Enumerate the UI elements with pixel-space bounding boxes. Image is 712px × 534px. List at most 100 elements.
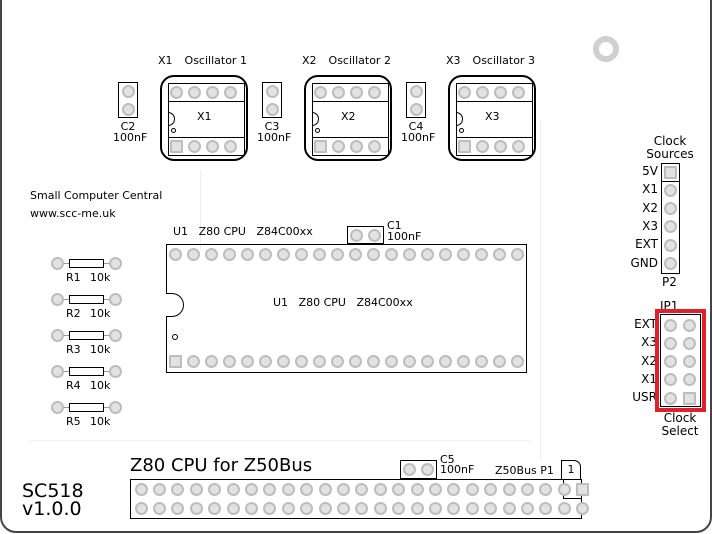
pin bbox=[682, 318, 696, 332]
pin bbox=[349, 247, 362, 261]
c5-ref: C5 bbox=[440, 453, 455, 466]
pin bbox=[281, 501, 295, 515]
pin bbox=[663, 391, 677, 405]
pin bbox=[171, 501, 185, 515]
pin bbox=[484, 501, 498, 515]
pin bbox=[409, 102, 423, 116]
pin bbox=[300, 501, 314, 515]
capacitor bbox=[118, 82, 138, 118]
c1-value: 100nF bbox=[387, 230, 422, 243]
pin bbox=[349, 85, 363, 99]
p2-header bbox=[661, 163, 680, 274]
pin bbox=[465, 501, 479, 515]
pin bbox=[421, 354, 435, 368]
pin bbox=[663, 202, 677, 216]
pin bbox=[312, 247, 326, 261]
pin bbox=[502, 501, 516, 515]
p2-pin-label: X1 bbox=[642, 182, 658, 197]
pin bbox=[663, 257, 677, 270]
pin bbox=[421, 247, 435, 261]
pin bbox=[349, 354, 362, 368]
oscillator-body-label: X2 bbox=[341, 110, 356, 123]
p2-pin-label: X2 bbox=[642, 200, 658, 215]
pin bbox=[108, 292, 122, 306]
pin bbox=[439, 354, 453, 368]
resistor-body bbox=[69, 367, 104, 376]
pin bbox=[169, 85, 183, 99]
pin bbox=[493, 354, 507, 368]
pin bbox=[410, 482, 424, 496]
pin bbox=[336, 482, 350, 496]
p2-divider bbox=[661, 181, 680, 182]
pin bbox=[457, 247, 471, 261]
pin bbox=[539, 501, 553, 515]
pin bbox=[539, 482, 553, 496]
pin bbox=[331, 85, 345, 99]
pin bbox=[557, 482, 571, 496]
pin bbox=[318, 482, 332, 496]
c5-capacitor bbox=[400, 460, 437, 479]
jp1-highlight bbox=[655, 309, 706, 412]
oscillator-outline bbox=[160, 75, 248, 161]
resistor-ref: R1 bbox=[66, 271, 81, 284]
pin bbox=[294, 354, 308, 368]
cpu-ref: U1 bbox=[173, 225, 189, 238]
clock-sources-title2: Sources bbox=[646, 147, 694, 161]
pin bbox=[312, 354, 326, 368]
resistor-ref: R3 bbox=[66, 343, 81, 356]
jp1-pin-label: X2 bbox=[641, 353, 657, 368]
pin bbox=[682, 336, 696, 350]
pin bbox=[134, 501, 148, 515]
pin bbox=[186, 247, 200, 261]
divider bbox=[312, 101, 389, 102]
pin bbox=[276, 247, 290, 261]
pin bbox=[373, 482, 387, 496]
pin bbox=[265, 84, 279, 98]
resistor-ref: R2 bbox=[66, 307, 81, 320]
board-version: v1.0.0 bbox=[22, 498, 82, 520]
resistor-value: 10k bbox=[90, 415, 111, 428]
p2-pin-label: EXT bbox=[635, 237, 658, 252]
pin bbox=[171, 482, 185, 496]
resistor-value: 10k bbox=[90, 307, 111, 320]
oscillator-outline bbox=[304, 75, 392, 161]
pin bbox=[349, 228, 363, 242]
pin bbox=[226, 482, 240, 496]
pin bbox=[258, 354, 272, 368]
pin1-dot bbox=[315, 128, 320, 133]
resistor-body bbox=[69, 403, 104, 412]
pin bbox=[134, 482, 148, 496]
pin bbox=[331, 139, 345, 153]
oscillator-ref: X1 bbox=[158, 54, 173, 67]
pin bbox=[349, 139, 363, 153]
resistor-body bbox=[69, 331, 104, 340]
bus-title: Z80 CPU for Z50Bus bbox=[130, 455, 313, 476]
pin bbox=[420, 462, 434, 476]
pin1-dot bbox=[459, 128, 464, 133]
pin bbox=[169, 139, 183, 153]
p2-pin-label: X3 bbox=[642, 218, 658, 233]
company-url: www.scc-me.uk bbox=[30, 207, 116, 220]
pin bbox=[576, 482, 590, 496]
divider bbox=[456, 137, 533, 138]
pin bbox=[511, 354, 525, 368]
pin bbox=[663, 373, 677, 387]
capacitor-ref: C4 bbox=[408, 120, 424, 133]
pin bbox=[502, 482, 516, 496]
pin bbox=[457, 354, 471, 368]
cpu-label-top: U1 Z80 CPU Z84C00xx bbox=[173, 226, 313, 238]
pin bbox=[576, 501, 590, 515]
pin bbox=[557, 501, 571, 515]
pin bbox=[336, 501, 350, 515]
pin bbox=[152, 501, 166, 515]
pin bbox=[682, 373, 696, 387]
pin bbox=[108, 364, 122, 378]
pin bbox=[663, 183, 677, 197]
oscillator-name: Oscillator 3 bbox=[472, 54, 535, 67]
pin bbox=[428, 501, 442, 515]
pin bbox=[663, 336, 677, 350]
